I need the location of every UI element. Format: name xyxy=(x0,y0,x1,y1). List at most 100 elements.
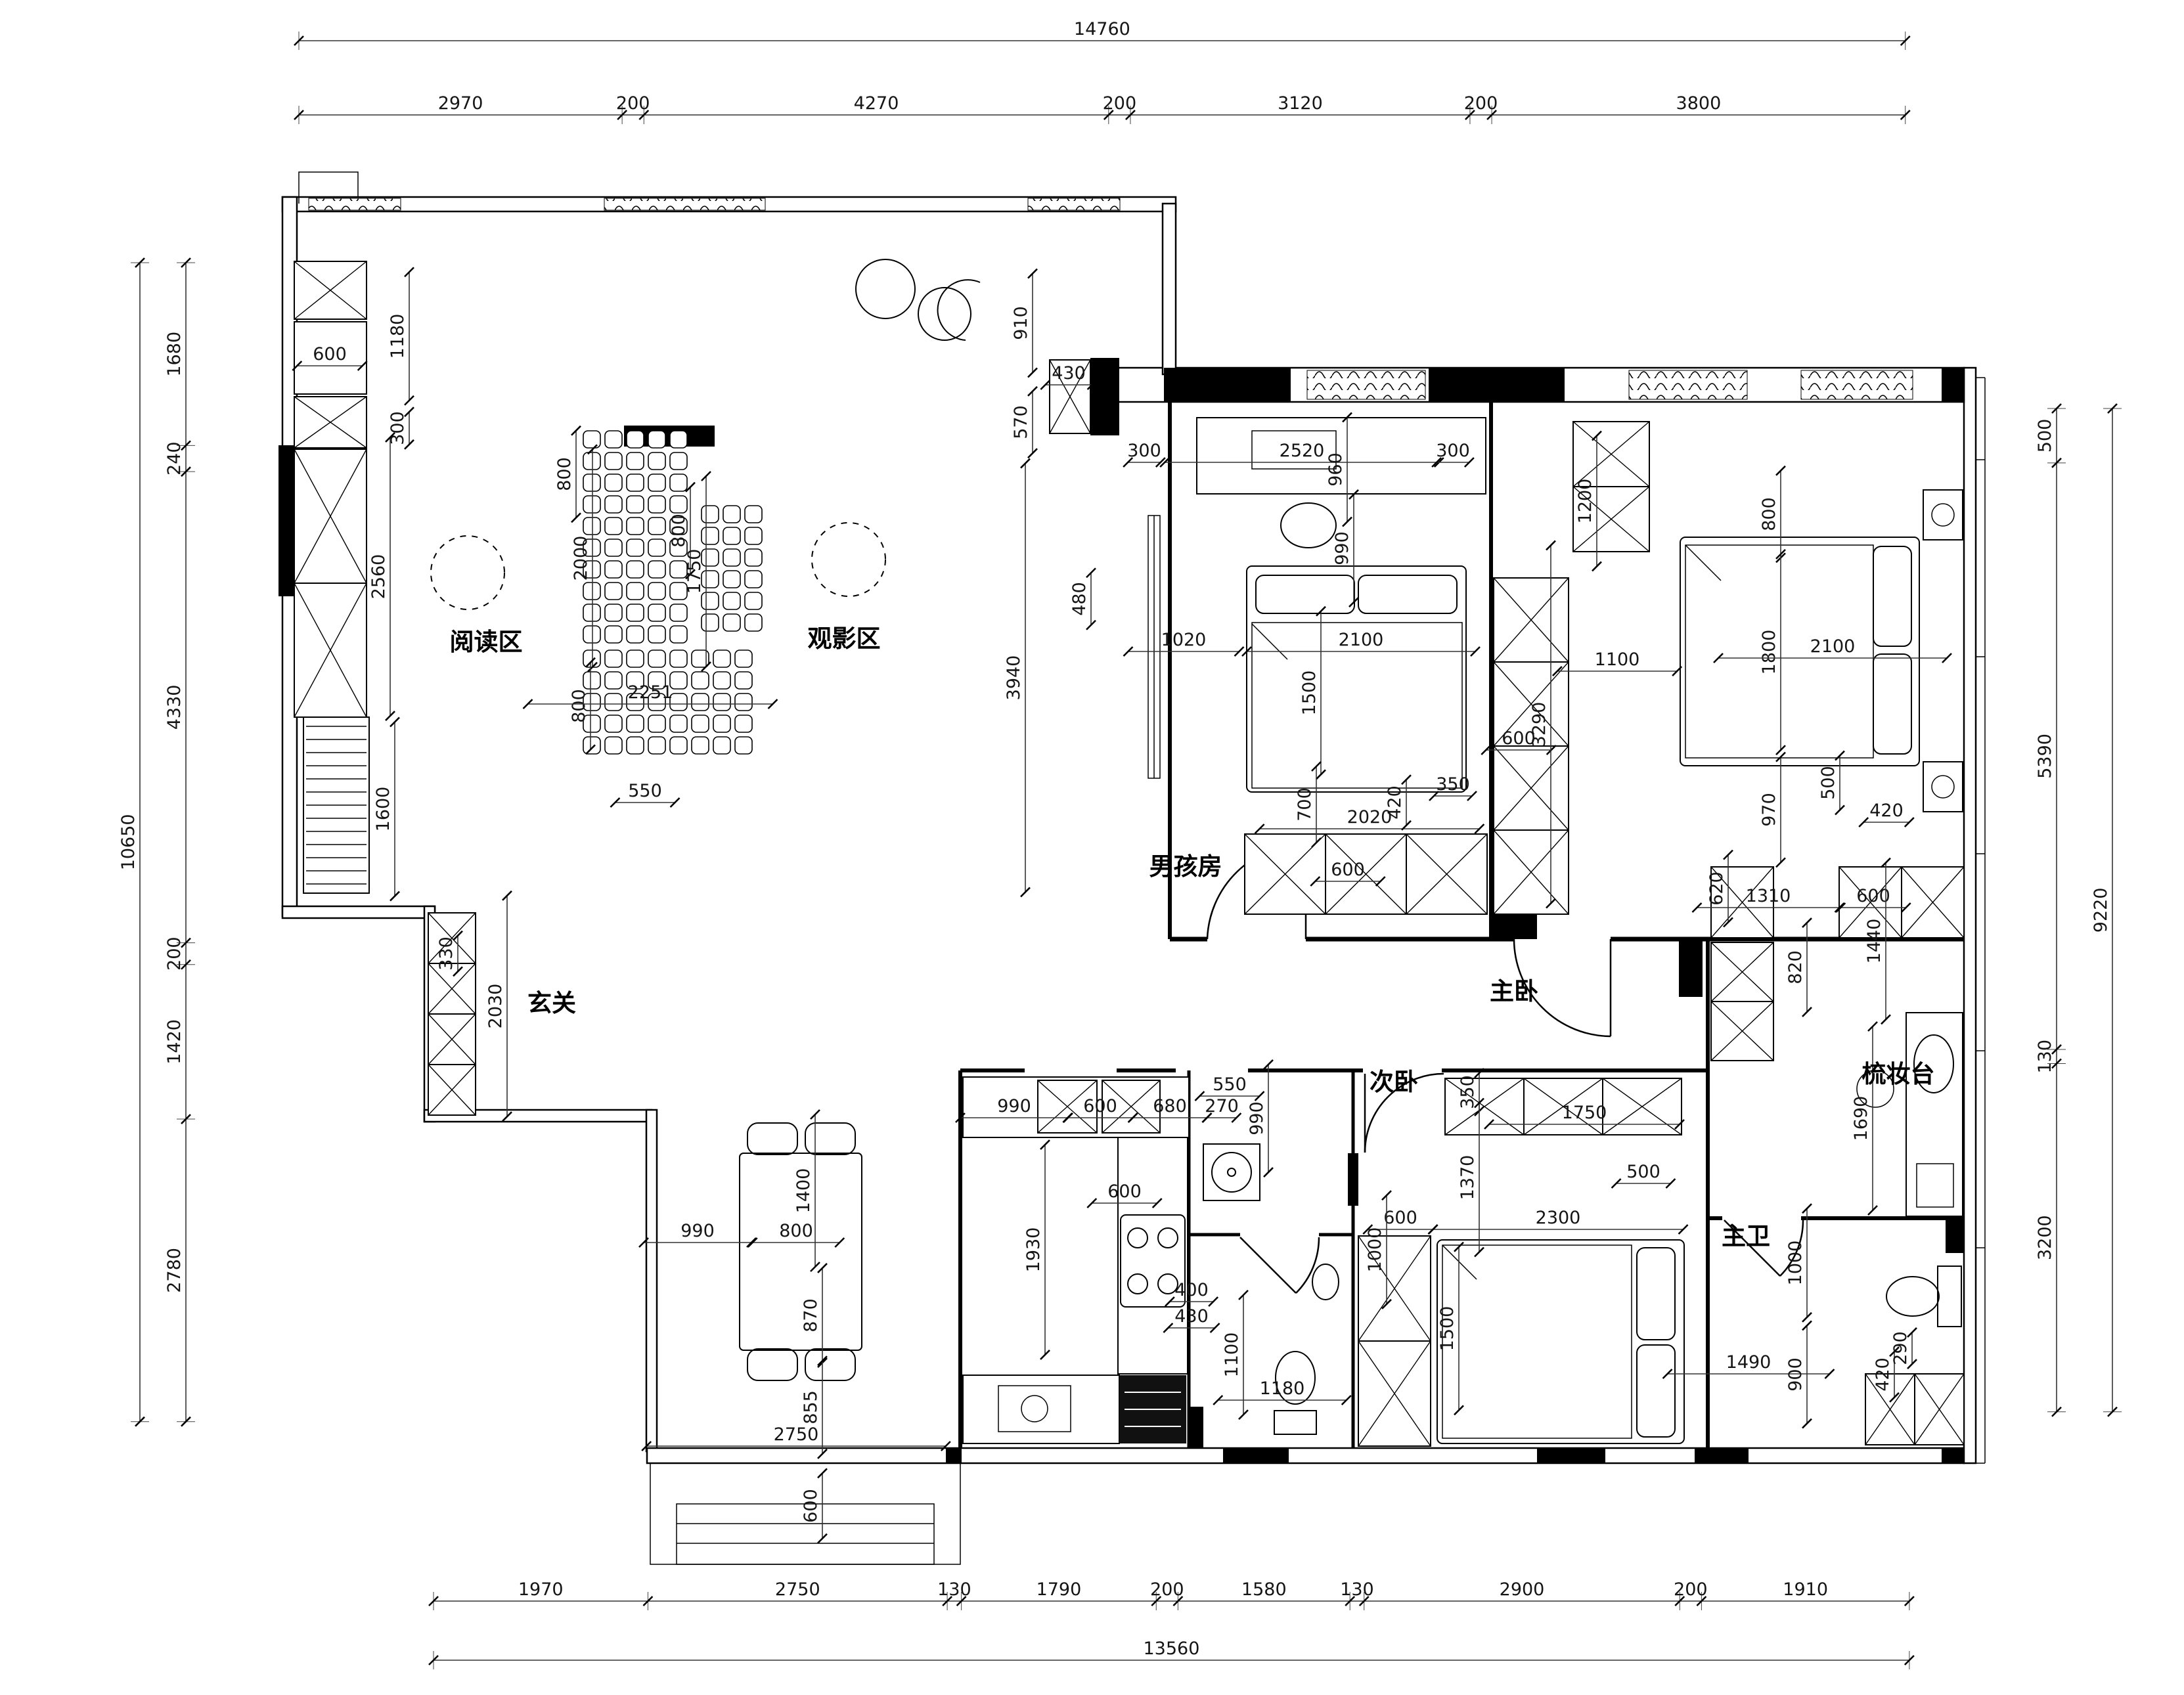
dim-label: 1000 xyxy=(1785,1241,1806,1286)
furniture xyxy=(430,259,1963,1444)
hatched-cabinet xyxy=(1901,866,1965,938)
dim-1180: 1180 xyxy=(388,267,414,406)
hatched-cabinet xyxy=(1865,1373,1915,1445)
hatched-cabinet xyxy=(428,912,476,964)
dim-label: 600 xyxy=(1331,860,1365,880)
dim-label: 2100 xyxy=(1339,630,1384,650)
dim-1490: 1490 xyxy=(1662,1352,1835,1379)
dim-1500: 1500 xyxy=(1437,1241,1464,1416)
dim-990: 990 xyxy=(1332,489,1359,607)
sofa-module-grid xyxy=(701,505,763,632)
dim-label: 2750 xyxy=(774,1424,819,1445)
room-label-viewing: 观影区 xyxy=(808,625,881,653)
dim-600: 600 xyxy=(1086,1181,1163,1208)
dim-label: 870 xyxy=(801,1298,821,1332)
dim-label: 500 xyxy=(2035,419,2055,453)
dim-chain-right-total: 9220 xyxy=(2091,403,2122,1417)
dim-label: 800 xyxy=(554,457,575,491)
room-label-dressing: 梳妆台 xyxy=(1862,1060,1935,1088)
viewing-zone-circle xyxy=(811,522,886,597)
reading-zone-circle xyxy=(430,535,505,610)
dim-570: 570 xyxy=(1011,385,1038,459)
master-bath-toilet xyxy=(1886,1266,1962,1327)
dim-label: 13560 xyxy=(1143,1639,1199,1659)
dim-1690: 1690 xyxy=(1851,1021,1878,1216)
dim-label: 300 xyxy=(388,411,408,445)
dim-960: 960 xyxy=(1326,412,1352,527)
dim-label: 480 xyxy=(1069,582,1090,616)
dim-label: 130 xyxy=(2035,1040,2055,1074)
dim-800: 800 xyxy=(669,481,696,580)
dim-1750: 1750 xyxy=(1484,1103,1685,1130)
dim-label: 1000 xyxy=(1365,1227,1385,1273)
dim-label: 5390 xyxy=(2035,734,2055,779)
balcony-outlines xyxy=(650,377,1986,1565)
dim-1200: 1200 xyxy=(1575,430,1602,572)
hatched-cabinet xyxy=(1493,577,1569,663)
bathroom-toilet xyxy=(1274,1264,1339,1435)
dim-500: 500 xyxy=(1818,750,1845,816)
dim-label: 1690 xyxy=(1851,1096,1871,1141)
dim-label: 200 xyxy=(1103,93,1137,114)
dim-300: 300 xyxy=(1123,441,1166,468)
hatched-cabinet xyxy=(294,261,367,320)
dim-990: 990 xyxy=(1247,1059,1274,1178)
dim-label: 2300 xyxy=(1536,1208,1581,1228)
dim-label: 420 xyxy=(1385,785,1405,820)
dim-label: 600 xyxy=(801,1489,821,1523)
dim-400: 400 xyxy=(1164,1280,1219,1307)
dim-1400: 1400 xyxy=(793,1109,820,1272)
dim-1930: 1930 xyxy=(1023,1139,1050,1360)
dining-table xyxy=(739,1122,862,1381)
dim-430: 430 xyxy=(1040,363,1098,390)
dim-label: 1750 xyxy=(1562,1103,1607,1123)
dim-3940: 3940 xyxy=(1004,458,1031,898)
hatched-cabinet xyxy=(1914,1373,1965,1445)
dim-label: 200 xyxy=(164,936,185,971)
dim-label: 550 xyxy=(628,781,662,801)
dim-label: 600 xyxy=(1083,1096,1117,1116)
dim-label: 960 xyxy=(1326,452,1346,487)
dim-2000: 2000 xyxy=(571,444,598,672)
dim-990: 990 xyxy=(955,1096,1073,1123)
dim-label: 1600 xyxy=(373,787,393,832)
dim-label: 4270 xyxy=(854,93,899,114)
dim-label: 1370 xyxy=(1458,1155,1478,1200)
master-bed xyxy=(1680,489,1963,812)
dim-420: 420 xyxy=(1385,774,1412,831)
hatched-cabinet xyxy=(1358,1340,1431,1447)
dim-600: 600 xyxy=(1835,886,1911,913)
room-label-reading: 阅读区 xyxy=(450,628,523,656)
dim-2300: 2300 xyxy=(1427,1208,1689,1235)
hatched-cabinet xyxy=(1839,866,1902,938)
dim-label: 2000 xyxy=(571,536,591,581)
room-label-foyer: 玄关 xyxy=(527,989,576,1017)
dim-label: 1440 xyxy=(1864,919,1884,964)
dim-label: 130 xyxy=(937,1579,971,1600)
dim-1100: 1100 xyxy=(1551,649,1683,676)
dim-2030: 2030 xyxy=(485,890,512,1122)
hatched-cabinet xyxy=(1572,421,1650,487)
dim-label: 1500 xyxy=(1437,1306,1458,1352)
dim-1800: 1800 xyxy=(1759,548,1786,756)
hatched-cabinet xyxy=(1493,829,1569,915)
dim-label: 270 xyxy=(1205,1096,1239,1116)
dim-label: 800 xyxy=(569,689,589,723)
dim-1100: 1100 xyxy=(1222,1289,1249,1420)
dim-600: 600 xyxy=(292,344,368,371)
dim-label: 350 xyxy=(1458,1075,1478,1109)
dim-label: 990 xyxy=(997,1096,1031,1116)
dim-label: 420 xyxy=(1873,1357,1893,1392)
hatched-cabinet xyxy=(428,1064,476,1116)
dim-label: 600 xyxy=(1383,1208,1417,1228)
dim-label: 200 xyxy=(1674,1579,1708,1600)
dim-300: 300 xyxy=(1431,441,1475,468)
dim-800: 800 xyxy=(569,657,596,755)
dim-chain-bottom-total: 13560 xyxy=(428,1639,1915,1669)
sofa-module-grid xyxy=(583,649,753,755)
